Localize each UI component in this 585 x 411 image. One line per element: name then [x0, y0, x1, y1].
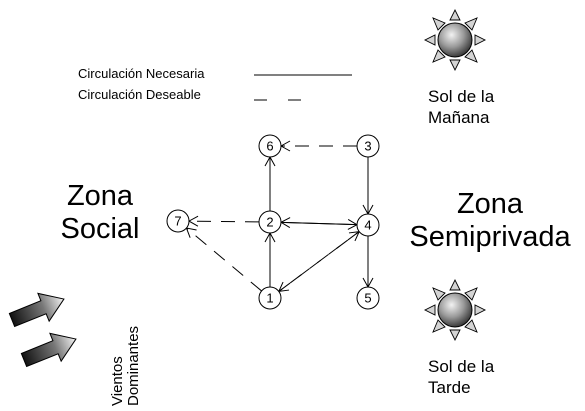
zone-social-label: Zona Social	[40, 180, 160, 247]
legend-necessary-label: Circulación Necesaria	[78, 66, 205, 81]
node-5-circle	[356, 286, 380, 310]
zone-semiprivate-label: Zona Semiprivada	[395, 188, 585, 255]
node-7-label: 7	[174, 214, 181, 229]
connection-2-7	[188, 220, 260, 223]
node-2-label: 2	[266, 215, 273, 230]
node-1-circle	[258, 286, 282, 310]
connection-4-1	[278, 231, 360, 292]
wind-arrow-upper-icon	[8, 292, 65, 328]
node-6-circle	[258, 134, 282, 158]
connections-group	[185, 140, 374, 293]
nodes-group: 1 2 3 4 5 6 7	[166, 134, 380, 310]
zone-semiprivate-line1: Zona	[456, 188, 524, 220]
node-7-circle	[166, 209, 190, 233]
zone-social-line2: Social	[60, 213, 140, 246]
node-1-label: 1	[266, 291, 273, 306]
connection-1-7	[186, 227, 262, 292]
arrowhead-1-7	[185, 227, 197, 238]
node-4-circle	[356, 213, 380, 237]
zone-social-line1: Zona	[66, 180, 134, 212]
connection-4-2	[280, 221, 358, 226]
node-2-circle	[258, 210, 282, 234]
legend-desirable-label: Circulación Deseable	[78, 87, 201, 102]
arrowhead-2-7	[187, 215, 199, 227]
node-4-label: 4	[364, 218, 371, 233]
wind-arrow-lower-icon	[20, 332, 77, 368]
sun-morning-icon	[424, 9, 486, 71]
sun-morning-label: Sol de la Mañana	[428, 86, 494, 129]
node-6-label: 6	[266, 139, 273, 154]
sun-morning-line2: Mañana	[428, 108, 490, 128]
sun-afternoon-label: Sol de la Tarde	[428, 356, 494, 399]
sun-morning-line1: Sol de la	[428, 87, 495, 106]
node-3-label: 3	[364, 139, 371, 154]
node-3-circle	[356, 134, 380, 158]
sun-afternoon-icon	[424, 279, 486, 341]
node-5-label: 5	[364, 291, 371, 306]
zone-semiprivate-line2: Semiprivada	[409, 221, 571, 254]
sun-afternoon-line2: Tarde	[428, 378, 471, 398]
sun-afternoon-line1: Sol de la	[428, 357, 495, 376]
